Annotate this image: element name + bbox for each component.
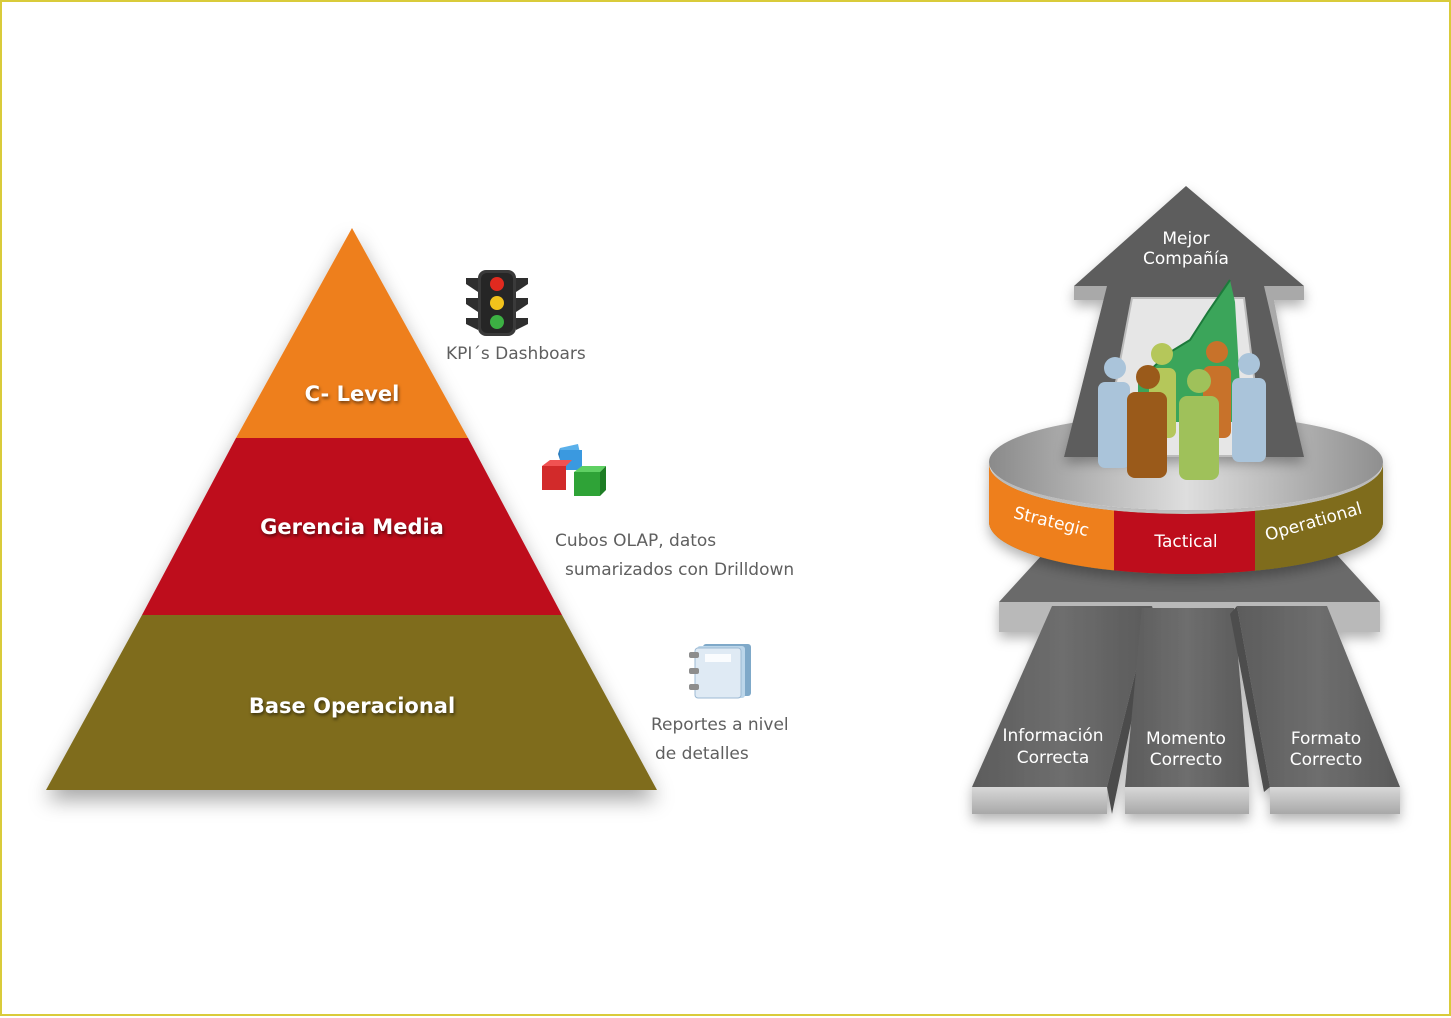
olap-label-line2: sumarizados con Drilldown (565, 560, 795, 580)
pyramid-tier-bottom (46, 615, 657, 790)
bottom-arrow-label-3-line1: Formato (1290, 729, 1362, 749)
bottom-arrow-label-2-line1: Momento (1146, 729, 1226, 749)
top-arrow-label-line2: Compañía (1143, 249, 1229, 269)
top-arrow-label-line1: Mejor (1162, 229, 1210, 249)
traffic-light-icon (466, 270, 528, 336)
binder-icon (689, 644, 751, 699)
bottom-arrows (972, 555, 1400, 814)
tier-label-c-level: C- Level (304, 382, 400, 406)
cubes-icon (542, 444, 606, 496)
reports-label-line1: Reportes a nivel (651, 715, 789, 735)
pyramid-tier-top (236, 228, 468, 438)
tier-label-gerencia-media: Gerencia Media (260, 515, 444, 539)
tier-label-base-operacional: Base Operacional (248, 694, 456, 718)
people-group (1098, 341, 1266, 480)
olap-label-line1: Cubos OLAP, datos (555, 531, 717, 551)
bottom-arrow-label-1-line1: Información (1002, 726, 1104, 746)
kpi-dashboards-label: KPI´s Dashboars (446, 344, 586, 364)
pyramid-tier-middle (142, 438, 562, 615)
pyramid-graphic (46, 228, 657, 790)
band-label-tactical: Tactical (1153, 532, 1217, 552)
bottom-arrow-label-2-line2: Correcto (1149, 750, 1223, 770)
reports-label-line2: de detalles (655, 744, 749, 764)
bottom-arrow-label-3-line2: Correcto (1289, 750, 1363, 770)
bottom-arrow-label-1-line2: Correcta (1016, 748, 1090, 768)
